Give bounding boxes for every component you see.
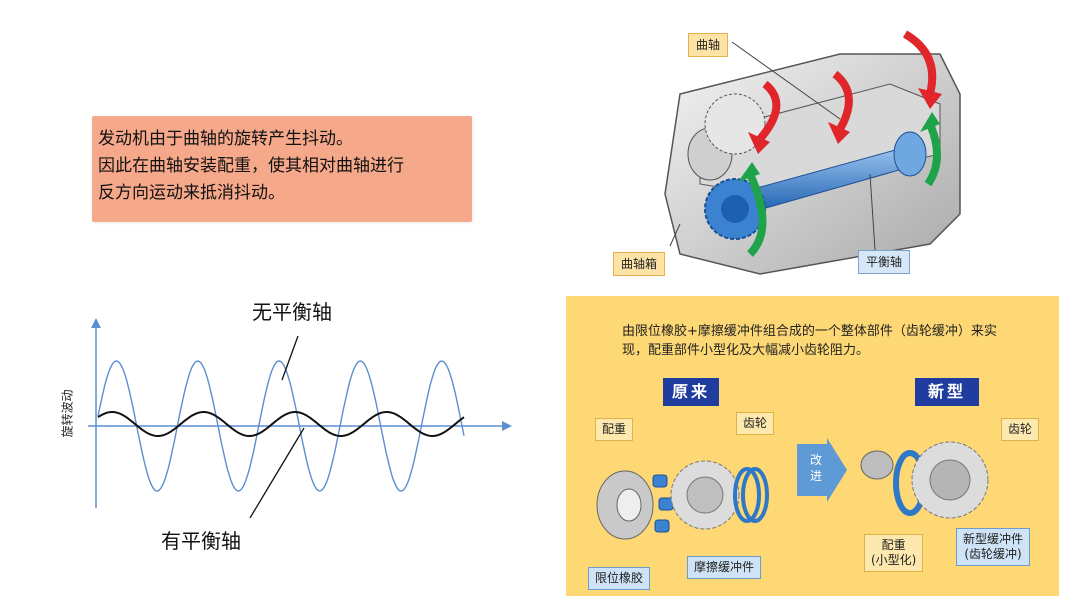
red-arrowhead-3 <box>918 88 942 109</box>
new-damper-label-line1: 新型缓冲件 <box>963 532 1024 546</box>
red-arrowhead-1 <box>748 132 770 154</box>
without-label-leader <box>281 335 299 381</box>
intro-line-2: 因此在曲轴安装配重，使其相对曲轴进行 <box>98 156 404 176</box>
y-axis-arrow <box>91 318 101 328</box>
new-design-title: 新型 <box>915 378 979 406</box>
intro-line-3: 反方向运动来抵消抖动。 <box>98 183 285 203</box>
improvement-arrow-shape <box>797 438 847 502</box>
new-counterweight-label-line2: (小型化) <box>871 553 917 567</box>
stopper-rubber-label: 限位橡胶 <box>588 567 651 590</box>
balance-shaft-label: 平衡轴 <box>858 250 911 274</box>
old-parts-illustration <box>596 460 769 540</box>
wave-without-balance-shaft <box>97 360 465 492</box>
crankcase-leader <box>669 223 681 247</box>
improvement-arrow-text: 改进 <box>809 453 822 483</box>
green-arrowhead-1 <box>738 162 760 182</box>
without-balance-shaft-label: 无平衡轴 <box>252 300 332 324</box>
new-counterweight <box>860 450 894 480</box>
red-arrowhead-2 <box>828 122 850 144</box>
vibration-wave-chart <box>88 318 512 518</box>
crankshaft-label: 曲轴 <box>688 33 729 57</box>
panel-description: 由限位橡胶+摩擦缓冲件组合成的一个整体部件（齿轮缓冲）来实现，配重部件小型化及大… <box>622 324 997 358</box>
old-stopper-rubbers <box>652 474 674 533</box>
new-gear-label: 齿轮 <box>1001 418 1040 441</box>
old-gear-label: 齿轮 <box>736 412 775 435</box>
red-rotation-arrow-1 <box>756 80 781 142</box>
improvement-arrow <box>797 438 847 502</box>
green-rotation-arrow-2 <box>924 122 942 187</box>
balance-shaft-end <box>893 131 927 177</box>
old-counterweight-label: 配重 <box>595 418 634 441</box>
green-arrowhead-2 <box>920 112 940 132</box>
rotation-fluctuation-label: 旋转波动 <box>60 389 75 438</box>
green-rotation-arrow-1 <box>746 172 767 257</box>
new-counterweight-label: 配重 (小型化) <box>864 534 924 572</box>
engine-illustration <box>664 30 961 275</box>
with-label-leader <box>249 427 305 518</box>
x-axis-arrow <box>502 421 512 431</box>
balance-gear-hub <box>721 195 749 223</box>
new-parts-illustration <box>860 441 989 519</box>
crankcase-label: 曲轴箱 <box>613 252 666 276</box>
crankshaft-leader <box>731 41 841 120</box>
crank-gear <box>704 93 766 155</box>
old-counterweight-hole <box>616 488 642 522</box>
new-damper-label: 新型缓冲件 (齿轮缓冲) <box>956 528 1031 566</box>
balance-shaft-leader <box>869 173 876 251</box>
friction-damper-label: 摩擦缓冲件 <box>687 556 762 579</box>
intro-line-1: 发动机由于曲轴的旋转产生抖动。 <box>98 129 353 149</box>
old-friction-damper <box>733 467 769 523</box>
old-design-title: 原来 <box>663 378 719 406</box>
old-gear-hub <box>686 476 724 514</box>
new-damper-label-line2: (齿轮缓冲) <box>964 547 1022 561</box>
with-balance-shaft-label: 有平衡轴 <box>161 529 241 553</box>
intro-text-box: 发动机由于曲轴的旋转产生抖动。 因此在曲轴安装配重，使其相对曲轴进行 反方向运动… <box>92 116 472 222</box>
new-counterweight-label-line1: 配重 <box>881 538 906 552</box>
wave-with-balance-shaft <box>97 411 465 437</box>
red-rotation-arrow-3 <box>902 30 937 95</box>
red-rotation-arrow-2 <box>832 70 853 131</box>
new-gear-hub <box>929 459 971 501</box>
new-gear-label-text: 齿轮 <box>1008 422 1033 436</box>
